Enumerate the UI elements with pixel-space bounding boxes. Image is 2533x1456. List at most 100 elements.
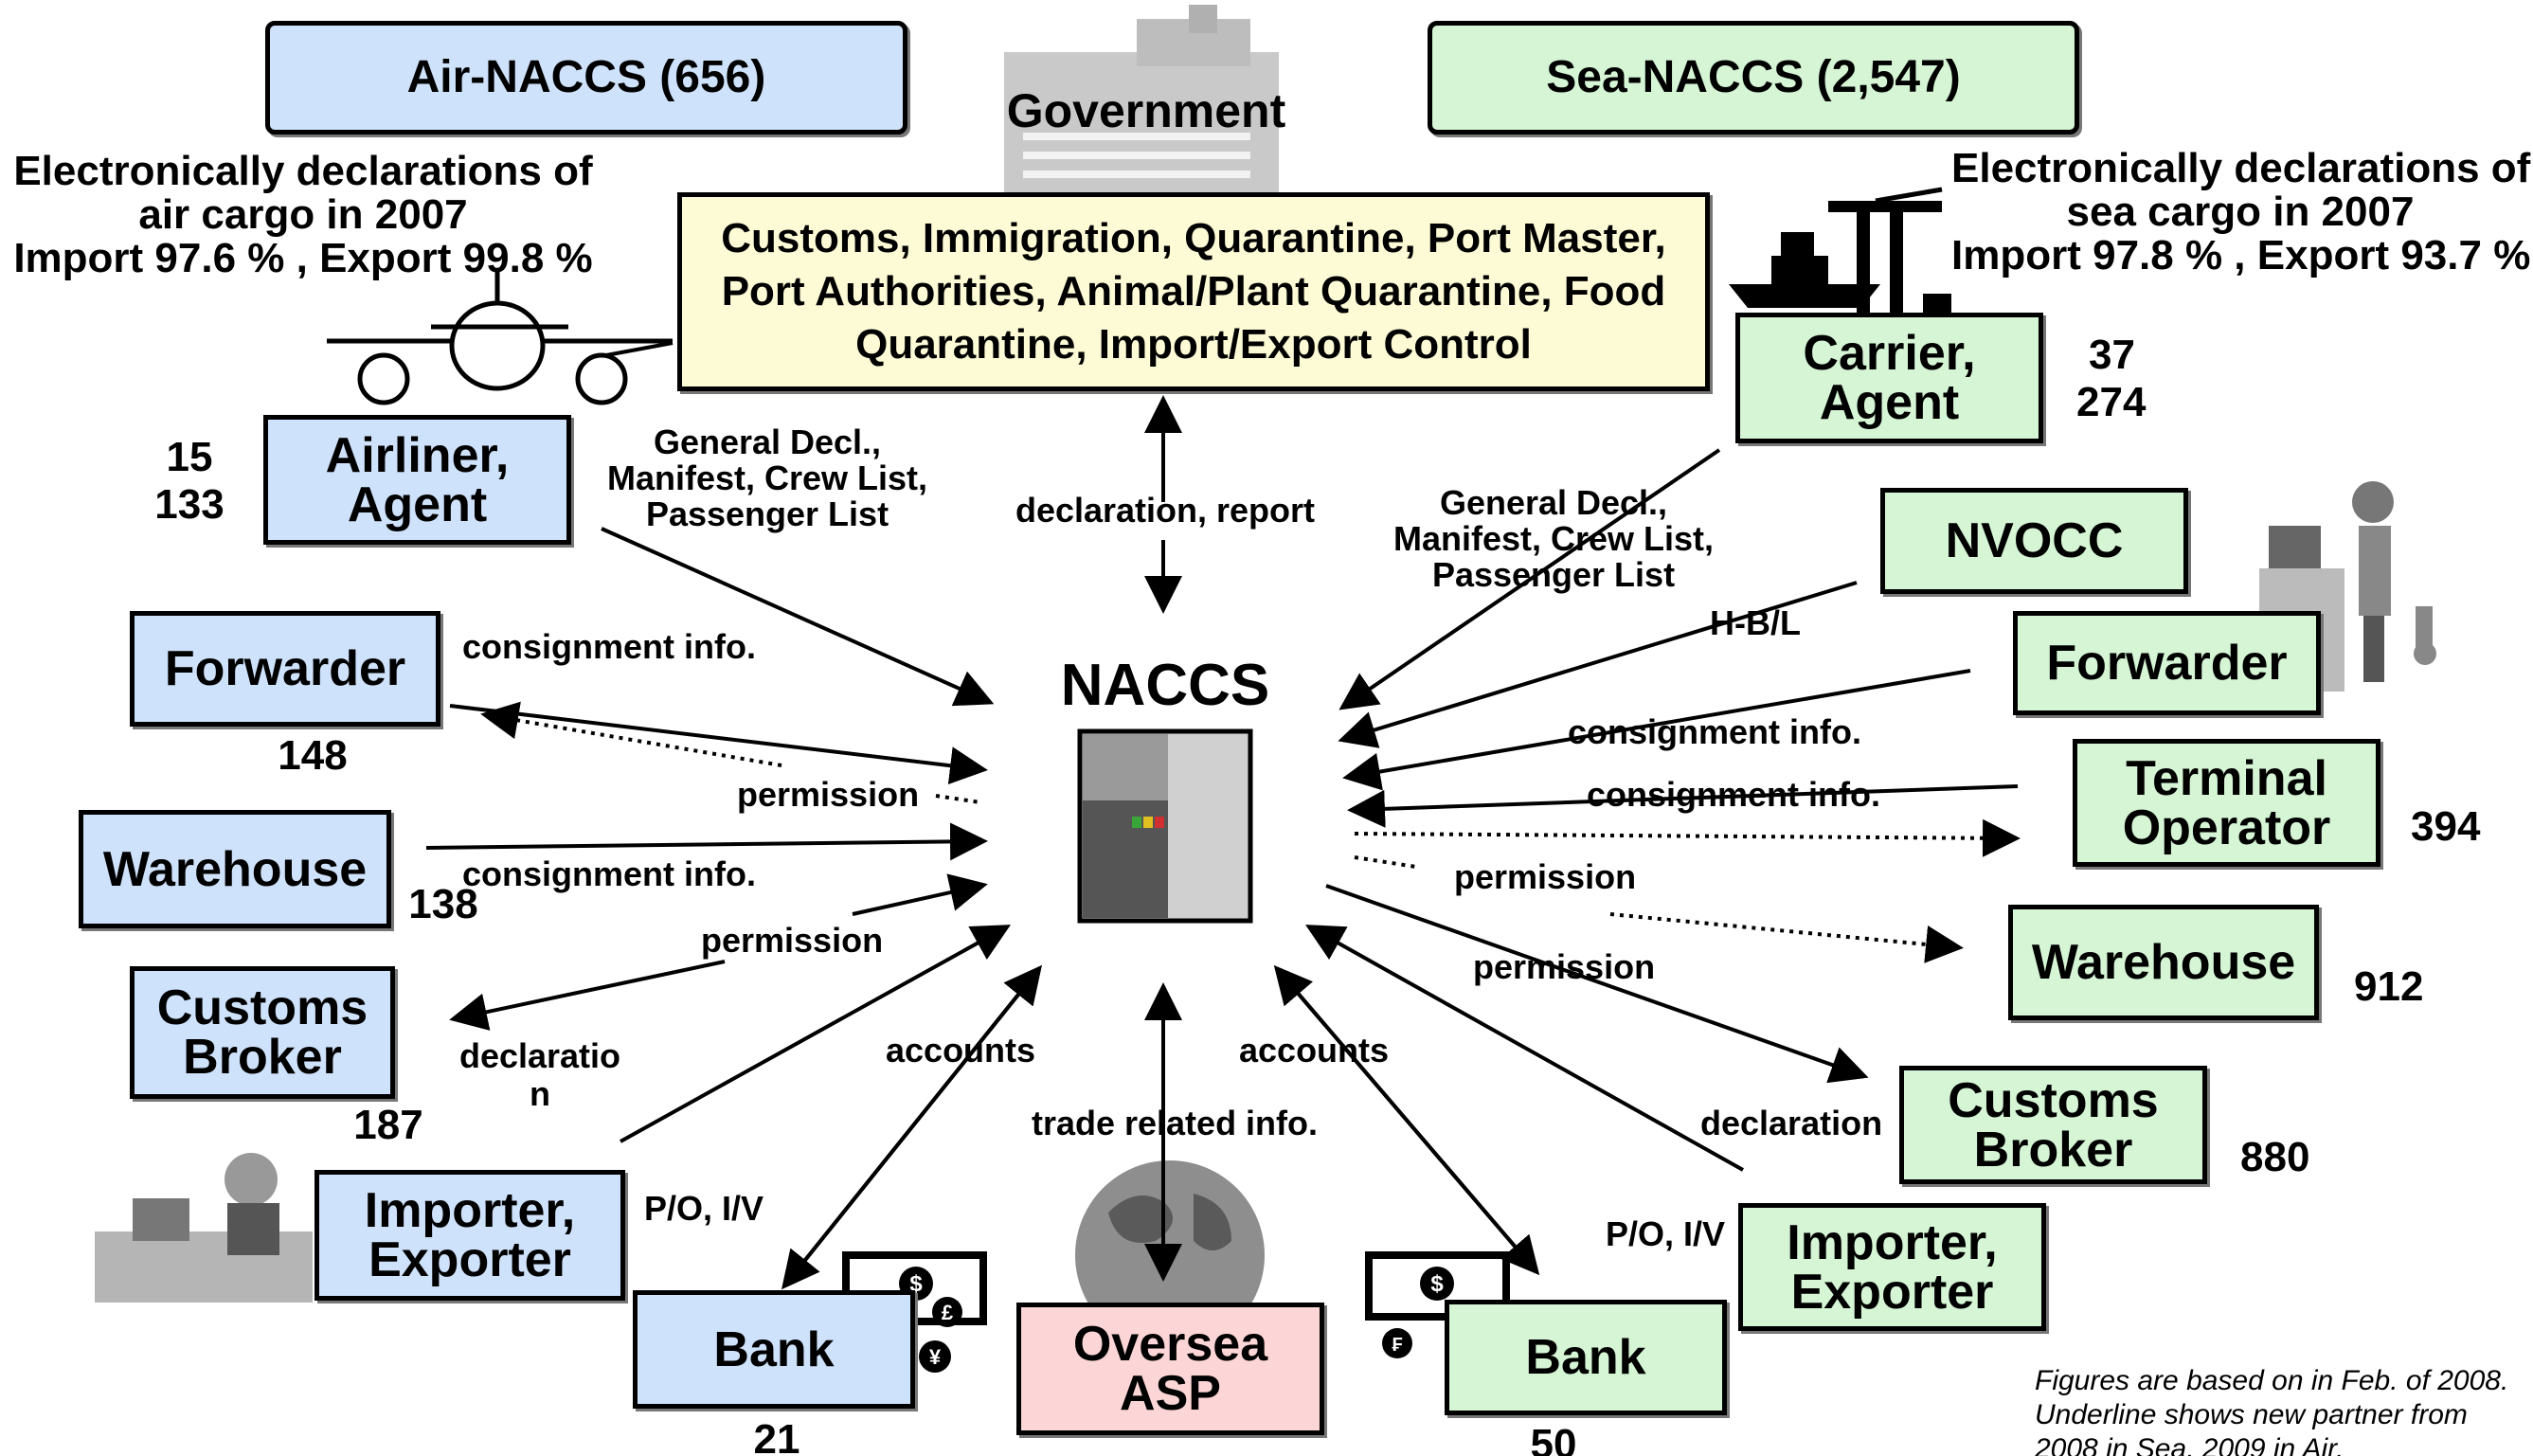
air-forwarder-consignment-label: consignment info. bbox=[462, 627, 756, 666]
svg-text:₣: ₣ bbox=[1392, 1335, 1402, 1356]
oversea-asp-box: Oversea ASP bbox=[1016, 1303, 1324, 1435]
air-customs-count: 187 bbox=[353, 1102, 423, 1148]
sea-warehouse-box: Warehouse bbox=[2008, 905, 2319, 1020]
nvocc-label: NVOCC bbox=[1945, 513, 2124, 568]
air-po-iv-label: P/O, I/V bbox=[644, 1189, 764, 1228]
air-customs-broker-box: Customs Broker bbox=[130, 966, 395, 1099]
airliner-count-2: 133 bbox=[154, 481, 225, 528]
sea-terminal-permission-label: permission bbox=[1454, 857, 1637, 896]
sea-general-decl-label: General Decl., Manifest, Crew List, Pass… bbox=[1364, 485, 1743, 592]
airliner-line2: Agent bbox=[347, 476, 488, 532]
carrier-line2: Agent bbox=[1819, 375, 1960, 430]
air-bank-label: Bank bbox=[713, 1321, 835, 1377]
government-label: Government bbox=[1006, 84, 1286, 137]
ship-crane-icon bbox=[1729, 187, 1951, 313]
footnote: Figures are based on in Feb. of 2008. Un… bbox=[2035, 1364, 2508, 1456]
air-importer-line1: Importer, bbox=[364, 1183, 576, 1238]
svg-text:$: $ bbox=[1430, 1271, 1444, 1297]
sea-general-decl-line1: General Decl., bbox=[1439, 483, 1668, 522]
air-declaration-line2: n bbox=[530, 1073, 550, 1113]
footnote-line2: Underline shows new partner from bbox=[2035, 1399, 2468, 1430]
air-broker-permission-label: permission bbox=[701, 921, 884, 960]
air-forwarder-box: Forwarder bbox=[130, 611, 440, 727]
government-line2: Port Authorities, Animal/Plant Quarantin… bbox=[721, 267, 1666, 315]
sea-forwarder-consignment-label: consignment info. bbox=[1568, 712, 1861, 751]
sea-customs-line2: Broker bbox=[1973, 1122, 2133, 1177]
air-bank-count: 21 bbox=[753, 1416, 800, 1456]
nvocc-box: NVOCC bbox=[1880, 488, 2188, 594]
sea-stats: Electronically declarations of sea cargo… bbox=[1951, 145, 2531, 279]
carrier-agent-box: Carrier, Agent bbox=[1735, 313, 2043, 443]
terminal-operator-box: Terminal Operator bbox=[2073, 739, 2380, 867]
sea-forwarder-label: Forwarder bbox=[2046, 636, 2288, 691]
sea-stats-line2: sea cargo in 2007 bbox=[2066, 189, 2415, 236]
air-general-decl-label: General Decl., Manifest, Crew List, Pass… bbox=[578, 424, 957, 531]
sea-importer-exporter-box: Importer, Exporter bbox=[1738, 1203, 2046, 1331]
air-forwarder-label: Forwarder bbox=[164, 641, 406, 696]
declaration-report-label: declaration, report bbox=[1015, 491, 1316, 530]
sea-general-decl-line3: Passenger List bbox=[1431, 554, 1676, 594]
hbl-label: H-B/L bbox=[1710, 603, 1801, 642]
footnote-line3: 2008 in Sea, 2009 in Air. bbox=[2035, 1433, 2344, 1456]
air-general-decl-line3: Passenger List bbox=[645, 494, 889, 533]
government-line3: Quarantine, Import/Export Control bbox=[855, 321, 1532, 368]
air-general-decl-line1: General Decl., bbox=[653, 422, 882, 461]
svg-text:¥: ¥ bbox=[929, 1345, 942, 1369]
person-at-desk-icon bbox=[95, 1153, 313, 1303]
office-building-icon bbox=[1004, 5, 1279, 194]
svg-text:£: £ bbox=[942, 1301, 954, 1324]
sea-broker-permission-label: permission bbox=[1473, 947, 1656, 986]
oversea-line2: ASP bbox=[1120, 1366, 1221, 1421]
air-customs-line2: Broker bbox=[183, 1030, 342, 1085]
sea-importer-line2: Exporter bbox=[1790, 1264, 1994, 1320]
sea-importer-line1: Importer, bbox=[1787, 1214, 1998, 1270]
air-accounts-label: accounts bbox=[886, 1031, 1036, 1070]
carrier-count-2: 274 bbox=[2076, 379, 2147, 425]
air-importer-exporter-box: Importer, Exporter bbox=[314, 1170, 625, 1301]
sea-accounts-label: accounts bbox=[1239, 1031, 1390, 1070]
air-forwarder-count: 148 bbox=[278, 732, 348, 779]
air-bank-box: Bank bbox=[633, 1290, 915, 1409]
airliner-count-1: 15 bbox=[166, 434, 213, 480]
connectors bbox=[425, 341, 2021, 1290]
government-line1: Customs, Immigration, Quarantine, Port M… bbox=[721, 214, 1666, 261]
air-declaration-label: declaratio n bbox=[445, 1037, 635, 1112]
sea-warehouse-count: 912 bbox=[2354, 963, 2424, 1010]
sea-customs-line1: Customs bbox=[1948, 1072, 2159, 1128]
air-stats-line2: air cargo in 2007 bbox=[138, 191, 468, 239]
air-stats: Electronically declarations of air cargo… bbox=[9, 148, 597, 282]
naccs-label: NACCS bbox=[1060, 653, 1270, 718]
air-warehouse-label: Warehouse bbox=[102, 841, 368, 897]
sea-general-decl-line2: Manifest, Crew List, bbox=[1392, 518, 1715, 558]
sea-naccs-title: Sea-NACCS (2,547) bbox=[1428, 21, 2079, 135]
sea-bank-label: Bank bbox=[1525, 1330, 1646, 1385]
government-agencies-box: Customs, Immigration, Quarantine, Port M… bbox=[677, 192, 1710, 391]
server-icon bbox=[1077, 728, 1253, 924]
airliner-line1: Airliner, bbox=[325, 427, 510, 483]
sea-customs-broker-box: Customs Broker bbox=[1899, 1066, 2207, 1184]
sea-warehouse-label: Warehouse bbox=[2031, 935, 2296, 990]
oversea-line1: Oversea bbox=[1072, 1317, 1268, 1372]
air-stats-line3: Import 97.6 % , Export 99.8 % bbox=[13, 235, 593, 282]
trade-related-label: trade related info. bbox=[1031, 1104, 1319, 1142]
sea-stats-line3: Import 97.8 % , Export 93.7 % bbox=[1951, 232, 2531, 279]
sea-bank-box: Bank bbox=[1445, 1300, 1727, 1415]
sea-naccs-title-text: Sea-NACCS (2,547) bbox=[1546, 52, 1961, 102]
air-declaration-line1: declaratio bbox=[458, 1036, 621, 1075]
sea-bank-count: 50 bbox=[1530, 1421, 1577, 1456]
carrier-line1: Carrier, bbox=[1803, 326, 1976, 381]
air-importer-line2: Exporter bbox=[368, 1232, 571, 1287]
currency-bill-icon: $ ₣ bbox=[1365, 1251, 1510, 1358]
air-stats-line1: Electronically declarations of bbox=[13, 148, 593, 194]
terminal-count: 394 bbox=[2411, 803, 2481, 850]
airplane-icon bbox=[327, 270, 673, 405]
sea-stats-line1: Electronically declarations of bbox=[1951, 145, 2531, 191]
terminal-line1: Terminal bbox=[2126, 750, 2327, 806]
sea-po-iv-label: P/O, I/V bbox=[1606, 1214, 1726, 1253]
air-naccs-title-text: Air-NACCS (656) bbox=[406, 52, 766, 102]
sea-forwarder-box: Forwarder bbox=[2013, 611, 2321, 715]
sea-declaration-label: declaration bbox=[1700, 1104, 1883, 1142]
air-general-decl-line2: Manifest, Crew List, bbox=[606, 458, 928, 497]
air-naccs-title: Air-NACCS (656) bbox=[265, 21, 907, 135]
